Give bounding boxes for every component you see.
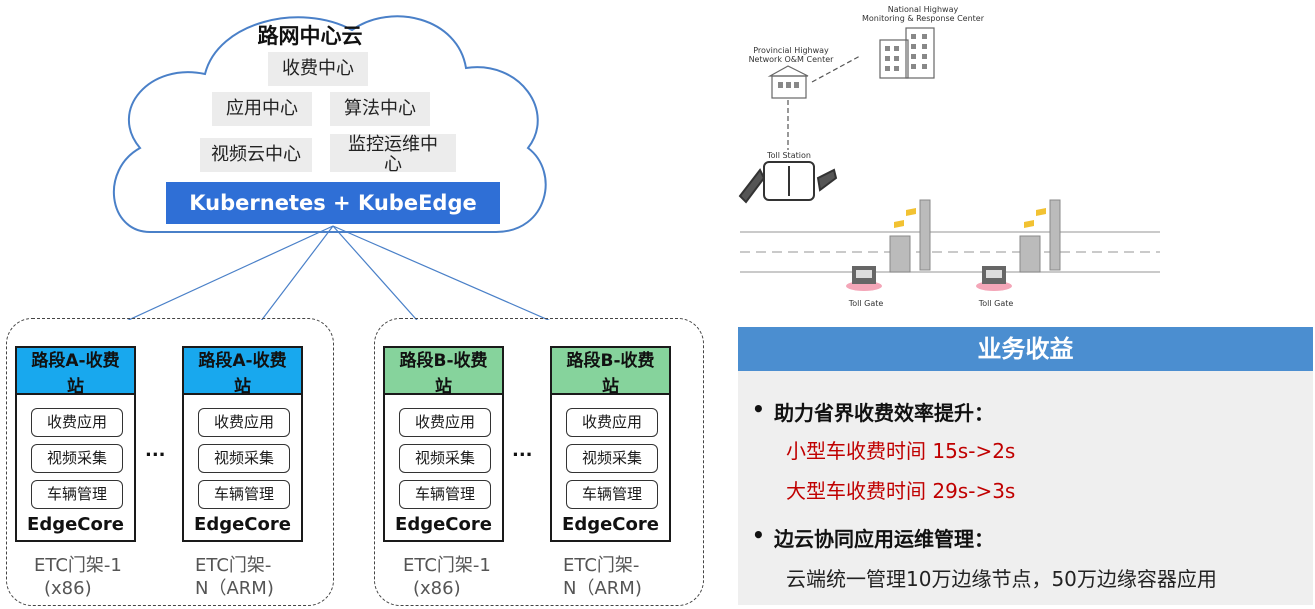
service-video-cloud-center: 视频云中心 — [200, 138, 312, 172]
service-monitoring-ops-center: 监控运维中 心 — [330, 134, 456, 175]
cloud-diagram — [112, 15, 550, 320]
gantry-line1: ETC门架- — [563, 555, 640, 576]
service-application-center: 应用中心 — [212, 92, 312, 126]
bullet-1: • — [752, 397, 765, 421]
station-header: 路段A-收费 站 — [184, 348, 301, 397]
provincial-label-line1: Provincial Highway — [753, 46, 829, 55]
gantry-label-a-n: ETC门架- N（ARM) — [195, 554, 274, 600]
toll-gate-cabinet-icon-2 — [976, 266, 1012, 291]
station-header-line1: 路段B-收费 — [566, 351, 655, 371]
station-b-1: 路段B-收费 站 收费应用 视频采集 车辆管理 EdgeCore — [383, 346, 504, 542]
service-monitoring-line2: 心 — [384, 154, 402, 175]
gantry-line2: N（ARM) — [563, 578, 642, 599]
app-billing: 收费应用 — [198, 408, 290, 437]
toll-gantry-icon-1 — [889, 199, 931, 273]
national-label-line1: National Highway — [887, 5, 959, 14]
road-segment-b-group — [374, 318, 704, 606]
cloud-title: 路网中心云 — [257, 24, 363, 48]
provincial-center-label: Provincial Highway Network O&M Center — [736, 46, 846, 64]
app-vehicle-management: 车辆管理 — [566, 480, 658, 509]
provincial-label-line2: Network O&M Center — [748, 55, 834, 64]
station-header-line1: 路段A-收费 — [31, 351, 120, 371]
benefits-panel: • 助力省界收费效率提升： 小型车收费时间 15s->2s 大型车收费时间 29… — [738, 371, 1313, 605]
edgecore-label: EdgeCore — [562, 514, 659, 535]
edgecore-label: EdgeCore — [27, 514, 124, 535]
toll-station-label: Toll Station — [767, 151, 811, 160]
ellipsis-b: ... — [512, 440, 533, 461]
app-video-capture: 视频采集 — [566, 444, 658, 473]
app-billing: 收费应用 — [31, 408, 123, 437]
national-center-building-icon — [879, 27, 935, 79]
station-header-line2: 站 — [435, 377, 452, 397]
bullet-2: • — [752, 523, 765, 547]
toll-gate-label-2: Toll Gate — [978, 299, 1014, 308]
toll-gantry-icon-2 — [1019, 199, 1061, 273]
app-video-capture: 视频采集 — [31, 444, 123, 473]
service-algorithm-center: 算法中心 — [330, 92, 430, 126]
gantry-line1: ETC门架- — [195, 555, 272, 576]
benefits-header: 业务收益 — [738, 327, 1313, 371]
highway-topology-illustration — [738, 27, 1160, 291]
toll-station-icon — [738, 161, 838, 204]
station-header: 路段A-收费 站 — [17, 348, 134, 397]
benefit-1-line-2: 大型车收费时间 29s->3s — [786, 479, 1016, 503]
station-header-line1: 路段A-收费 — [198, 351, 287, 371]
gantry-line2: (x86) — [44, 578, 92, 599]
national-center-label: National Highway Monitoring & Response C… — [848, 5, 998, 23]
app-billing: 收费应用 — [566, 408, 658, 437]
gantry-line1: ETC门架-1 — [34, 555, 122, 576]
benefit-1-line-1: 小型车收费时间 15s->2s — [786, 439, 1016, 463]
station-header-line2: 站 — [602, 377, 619, 397]
connection-lines — [127, 225, 550, 320]
gantry-label-b-1: ETC门架-1 (x86) — [403, 554, 491, 600]
highway-road — [740, 231, 1160, 273]
gantry-label-b-n: ETC门架- N（ARM) — [563, 554, 642, 600]
gantry-label-a-1: ETC门架-1 (x86) — [34, 554, 122, 600]
benefit-2-line-1: 云端统一管理10万边缘节点，50万边缘容器应用 — [786, 567, 1217, 591]
gantry-line2: N（ARM) — [195, 578, 274, 599]
gantry-line2: (x86) — [413, 578, 461, 599]
national-label-line2: Monitoring & Response Center — [862, 14, 984, 23]
station-header: 路段B-收费 站 — [385, 348, 502, 397]
ellipsis-a: ... — [145, 440, 166, 461]
benefit-1-title: 助力省界收费效率提升： — [774, 401, 994, 425]
gantry-line1: ETC门架-1 — [403, 555, 491, 576]
station-header-line2: 站 — [67, 377, 84, 397]
station-header-line1: 路段B-收费 — [399, 351, 488, 371]
station-header-line2: 站 — [234, 377, 251, 397]
edgecore-label: EdgeCore — [395, 514, 492, 535]
station-a-n: 路段A-收费 站 收费应用 视频采集 车辆管理 EdgeCore — [182, 346, 303, 542]
edgecore-label: EdgeCore — [194, 514, 291, 535]
road-segment-a-group — [6, 318, 334, 606]
app-billing: 收费应用 — [399, 408, 491, 437]
cloud-shape — [112, 15, 547, 233]
provincial-center-building-icon — [767, 65, 809, 99]
app-video-capture: 视频采集 — [198, 444, 290, 473]
station-header: 路段B-收费 站 — [552, 348, 669, 397]
app-vehicle-management: 车辆管理 — [399, 480, 491, 509]
station-b-n: 路段B-收费 站 收费应用 视频采集 车辆管理 EdgeCore — [550, 346, 671, 542]
app-vehicle-management: 车辆管理 — [198, 480, 290, 509]
toll-gate-cabinet-icon-1 — [846, 266, 882, 291]
service-billing-center: 收费中心 — [268, 52, 368, 86]
app-vehicle-management: 车辆管理 — [31, 480, 123, 509]
app-video-capture: 视频采集 — [399, 444, 491, 473]
service-monitoring-line1: 监控运维中 — [348, 134, 438, 155]
platform-bar: Kubernetes + KubeEdge — [166, 182, 500, 224]
benefit-2-title: 边云协同应用运维管理： — [774, 527, 994, 551]
station-a-1: 路段A-收费 站 收费应用 视频采集 车辆管理 EdgeCore — [15, 346, 136, 542]
toll-gate-label-1: Toll Gate — [848, 299, 884, 308]
